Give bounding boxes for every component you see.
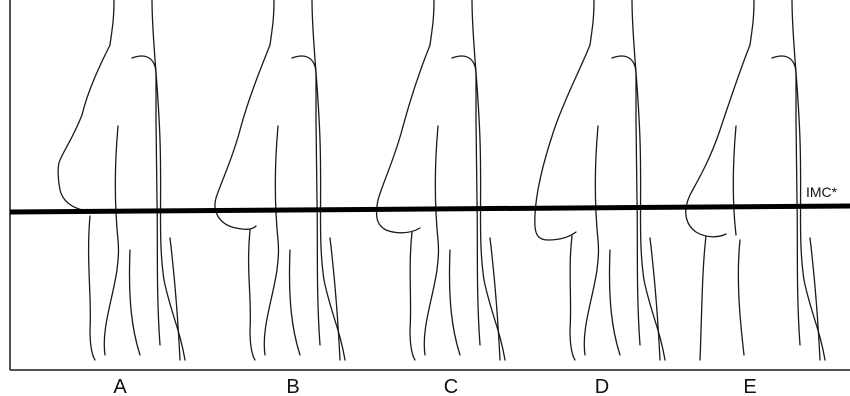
panel-a-arm-outline [132, 56, 160, 345]
panel-b-arm-inner [264, 126, 278, 355]
panel-label-d: D [595, 376, 609, 396]
panel-label-a: A [113, 376, 127, 396]
panel-c-figure [377, 0, 505, 360]
panel-a-front-outline [58, 0, 114, 212]
panel-d-figure [535, 0, 665, 360]
panel-e-figure [686, 0, 825, 360]
panel-label-c: C [444, 376, 458, 396]
panel-a-arm-inner [104, 126, 118, 355]
panel-d-arm-outline [612, 56, 640, 345]
panel-e-arm-inner [733, 126, 736, 235]
panel-c-arm-inner [424, 126, 438, 355]
imc-reference-label: IMC* [806, 184, 838, 200]
panel-d-front-outline [535, 0, 594, 240]
panel-a-figure [58, 0, 185, 360]
panel-e-front-outline [686, 0, 754, 237]
panel-label-b: B [286, 376, 299, 396]
panel-b-arm-outline [292, 56, 320, 345]
panel-e-arm-outline [772, 56, 800, 345]
panel-label-e: E [743, 376, 756, 396]
panel-d-arm-inner [584, 126, 598, 355]
panel-b-figure [215, 0, 345, 360]
panel-b-front-outline [215, 0, 274, 229]
panel-b-leg-lines [249, 230, 340, 360]
imc-reference-line [10, 206, 850, 212]
panel-c-arm-outline [452, 56, 480, 345]
panel-d-leg-lines [570, 236, 660, 360]
panel-c-leg-lines [410, 232, 500, 360]
panel-c-front-outline [377, 0, 434, 233]
